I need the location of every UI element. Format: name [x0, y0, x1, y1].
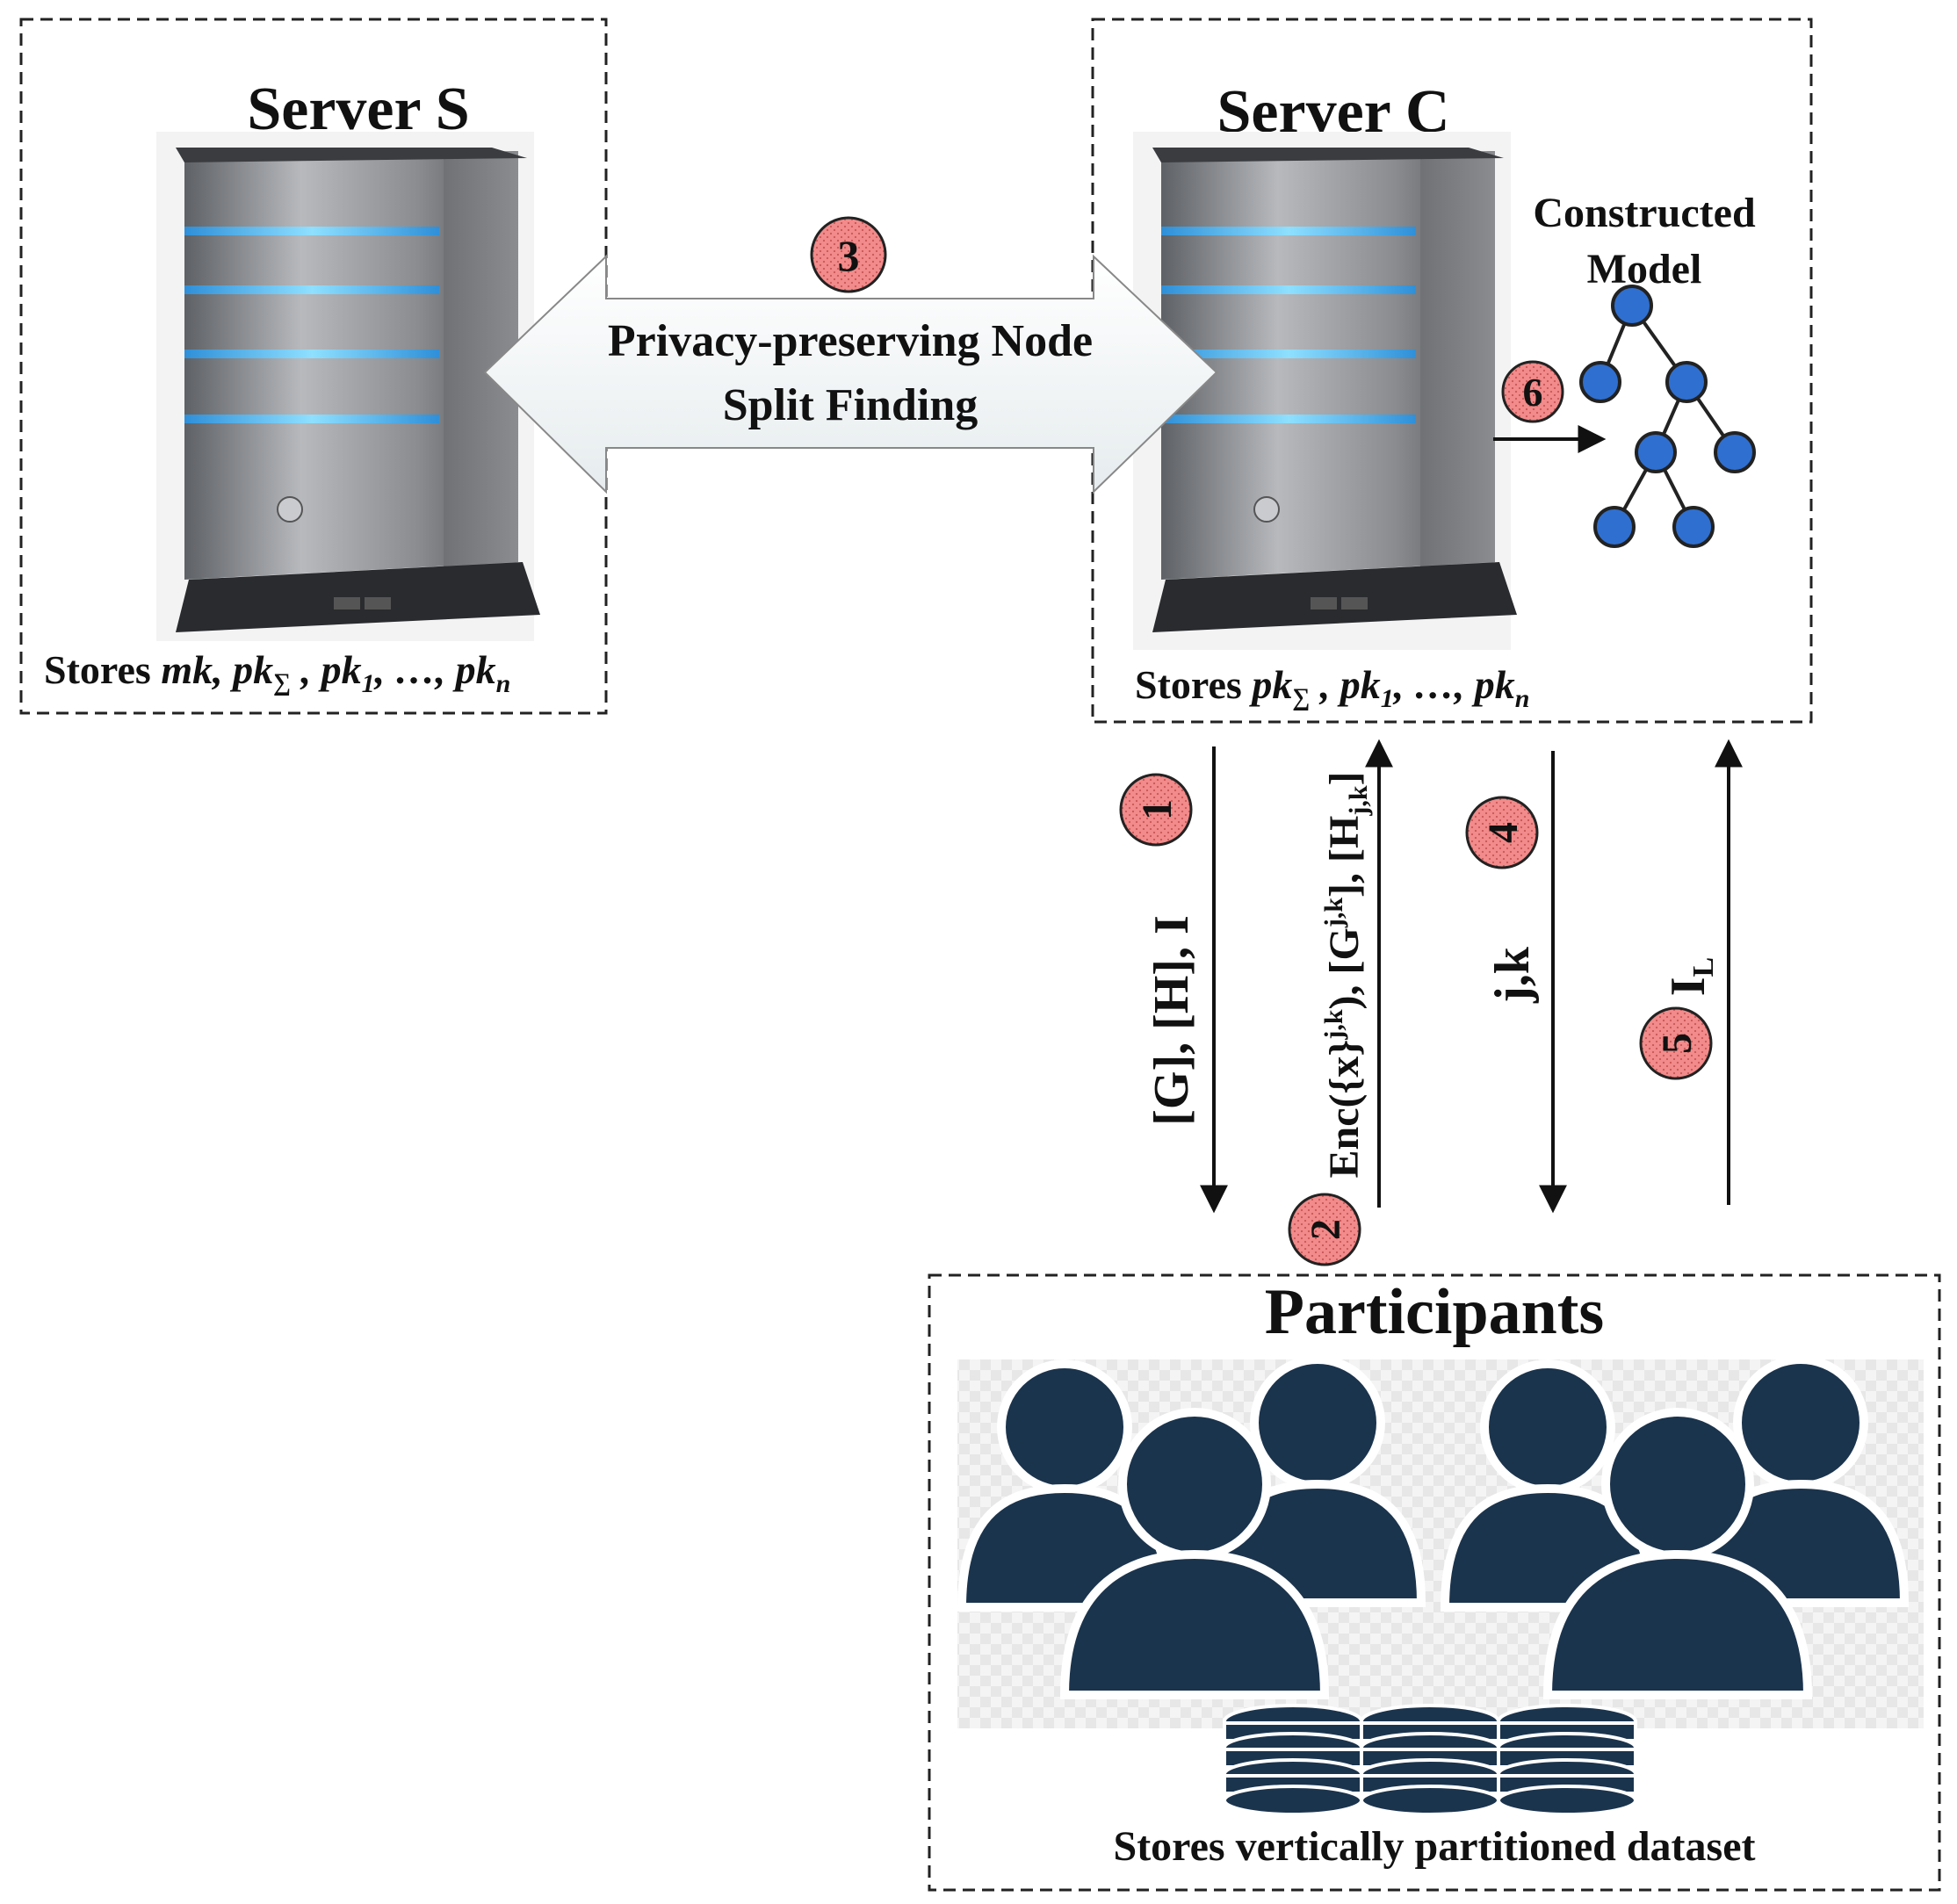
tree-node — [1665, 361, 1708, 403]
tree-node — [1714, 431, 1756, 473]
model-label-line2: Model — [1587, 246, 1702, 292]
step-1-badge: 1 — [1119, 773, 1193, 847]
step-2-badge: 2 — [1288, 1193, 1361, 1266]
tree-node — [1611, 285, 1653, 327]
step-5-badge: 5 — [1639, 1006, 1713, 1080]
step-3-badge: 3 — [810, 216, 887, 293]
svg-text:2: 2 — [1303, 1219, 1349, 1240]
step-4-badge: 4 — [1465, 796, 1539, 869]
tree-node — [1635, 431, 1677, 473]
participants-stores: Stores vertically partitioned dataset — [1114, 1823, 1756, 1870]
svg-text:3: 3 — [838, 231, 860, 280]
exchange-label-line2: Split Finding — [723, 380, 978, 430]
exchange-label-line1: Privacy-preserving Node — [608, 316, 1093, 366]
message-step-4: j,k — [1485, 946, 1540, 1004]
svg-text:6: 6 — [1523, 370, 1543, 415]
message-step-1: [G], [H], I — [1145, 915, 1199, 1126]
participants-title: Participants — [1265, 1276, 1604, 1348]
server-s-icon — [156, 132, 540, 641]
svg-text:5: 5 — [1654, 1033, 1701, 1054]
message-step-2: Enc({x}j,k), [Gj,k], [Hj,k] — [1319, 772, 1373, 1179]
svg-text:1: 1 — [1134, 799, 1181, 820]
people-group-right-icon — [1440, 1355, 1910, 1699]
tree-node — [1593, 506, 1636, 548]
people-group-left-icon — [957, 1355, 1426, 1699]
svg-text:4: 4 — [1480, 822, 1527, 843]
exchange-double-arrow: Privacy-preserving Node Split Finding — [483, 254, 1218, 494]
step-6-badge: 6 — [1501, 360, 1564, 423]
model-label-line1: Constructed — [1533, 190, 1756, 236]
decision-tree-icon — [1579, 285, 1756, 548]
participants-panel: Participants — [928, 1273, 1941, 1892]
message-step-5: IL — [1661, 957, 1720, 996]
tree-node — [1672, 506, 1715, 548]
tree-node — [1579, 361, 1621, 403]
server-c-stores: Stores pk∑ , pk1, …, pkn — [1135, 662, 1529, 713]
database-stack-icon — [1223, 1704, 1637, 1816]
server-s-stores: Stores mk, pk∑ , pk1, …, pkn — [44, 647, 510, 698]
